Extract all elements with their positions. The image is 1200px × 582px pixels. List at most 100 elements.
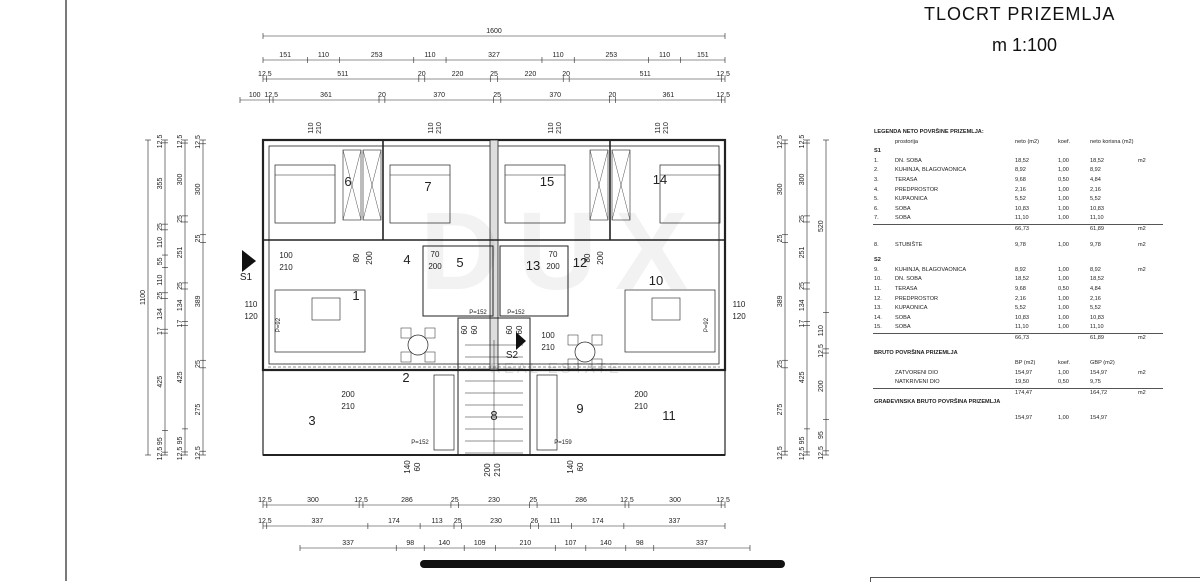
dim-label: 151 (697, 52, 709, 59)
dining-chair (567, 358, 579, 370)
legend-col-koef: koef. (1058, 138, 1071, 145)
dim-label: 12.5 (620, 497, 634, 504)
sill-label: P=152 (411, 440, 429, 446)
wardrobe (342, 149, 362, 221)
sill-label: P=159 (554, 440, 572, 446)
room-number: 2 (402, 370, 409, 385)
room-number: 6 (344, 174, 351, 189)
dim-label: 140 (438, 540, 450, 547)
door-label: 120 (244, 312, 258, 321)
legend-cell-no: 5. (874, 196, 879, 203)
legend-cell-kor: 5,52 (1090, 305, 1101, 312)
watermark-subtitle: REAL ESTATE (490, 360, 622, 377)
legend-cell-neto: 11,10 (1015, 324, 1029, 331)
door-label: 200 (483, 463, 492, 477)
dim-label: 20 (418, 71, 426, 78)
wardrobe (362, 149, 382, 221)
dim-label: 337 (669, 518, 681, 525)
dim-label: 251 (177, 247, 184, 259)
legend-cell-koef: 0,50 (1058, 379, 1069, 386)
bathroom-outline (499, 245, 569, 317)
dim-label: 26 (531, 518, 539, 525)
dining-chair (567, 334, 579, 346)
legend-cell-neto: 10,83 (1015, 314, 1029, 321)
dim-label: 25 (493, 92, 501, 99)
legend-cell-kor: 4,84 (1090, 285, 1101, 292)
dim-label: 12.5 (157, 447, 164, 461)
dim-label: 12.5 (258, 71, 272, 78)
door-label: 200 (428, 262, 442, 271)
dining-chair (400, 327, 412, 339)
legend-cell-no: 1. (874, 157, 879, 164)
dim-label: 110 (157, 237, 164, 248)
sofa (624, 289, 716, 353)
dim-label: 174 (592, 518, 604, 525)
door-label: 60 (413, 462, 422, 471)
dim-label: 425 (177, 371, 184, 383)
dim-label: 25 (799, 282, 806, 290)
dim-label: 110 (424, 52, 435, 59)
dim-label: 12.5 (777, 446, 784, 460)
dim-label: 95 (177, 436, 184, 444)
dim-label: 389 (195, 295, 202, 307)
dim-label: 300 (669, 497, 681, 504)
horizontal-scrollbar[interactable] (420, 560, 785, 568)
legend-cell-koef: 1,00 (1058, 167, 1069, 174)
legend-col-room: prostorija (895, 138, 919, 145)
legend-cell-neto: 8,92 (1015, 266, 1026, 273)
legend-cell-koef: 1,00 (1058, 369, 1069, 376)
watermark-logo: DUX (420, 190, 707, 313)
dim-label: 337 (342, 540, 354, 547)
dim-label: 17 (157, 327, 164, 335)
door-label: 60 (460, 325, 469, 334)
door-label: 70 (549, 250, 558, 259)
legend-cell-kor: 10,83 (1090, 205, 1104, 212)
legend-cell-name: SOBA (895, 205, 911, 212)
dim-label: 25 (777, 360, 784, 368)
sill-label: P=92 (276, 317, 282, 332)
dim-label: 110 (318, 52, 329, 59)
dim-label: 140 (600, 540, 612, 547)
legend-cell-no: 6. (874, 205, 879, 212)
kitchen-counter (433, 374, 455, 451)
legend-s2-sum-kor: 61,89 (1090, 334, 1104, 341)
dim-label: 25 (777, 235, 784, 243)
dim-label: 337 (696, 540, 708, 547)
dim-label: 300 (177, 174, 184, 186)
legend-cell-name: SOBA (895, 215, 911, 222)
legend-cell-kor: 10,83 (1090, 314, 1104, 321)
dim-label: 425 (799, 371, 806, 383)
dim-label: 275 (195, 404, 202, 416)
legend-cell-name: DN. SOBA (895, 157, 922, 164)
sill-label: P=152 (507, 310, 525, 316)
door-label: 210 (493, 463, 502, 477)
dim-label: 389 (777, 295, 784, 307)
dim-label: 425 (157, 376, 164, 388)
legend-cell-neto: 9,68 (1015, 285, 1026, 292)
legend-cell-no: 9. (874, 266, 879, 273)
dim-label: 253 (371, 52, 383, 59)
dim-label: 25 (451, 497, 459, 504)
legend-cell-kor: 4,84 (1090, 176, 1101, 183)
legend-s2-sum-unit: m2 (1138, 334, 1146, 341)
legend-cell-neto: 10,83 (1015, 205, 1029, 212)
bed (274, 164, 336, 224)
legend-cell-kor: 5,52 (1090, 196, 1101, 203)
legend-cell-name: ZATVORENI DIO (895, 369, 939, 376)
dim-label: 12.5 (716, 71, 730, 78)
door-label: 210 (634, 402, 648, 411)
window-height-label: 110 (308, 122, 315, 133)
legend-cell-no: 10. (874, 276, 882, 283)
wardrobe-x (611, 149, 631, 221)
dim-label: 230 (490, 518, 502, 525)
door-label: 70 (431, 250, 440, 259)
legend-cell-no: 12. (874, 295, 882, 302)
dim-label: 110 (553, 52, 564, 59)
dim-label: 12.5 (258, 497, 272, 504)
legend-cell-name: KUHINJA, BLAGOVAONICA (895, 266, 967, 273)
door-label: 140 (403, 460, 412, 474)
room-number: 12 (573, 255, 587, 270)
